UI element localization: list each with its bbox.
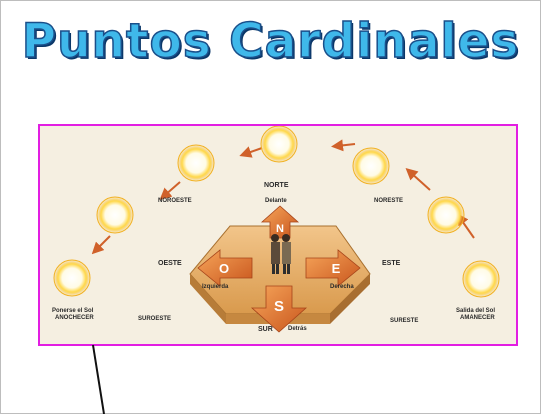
label-sur: SUR: [258, 326, 273, 333]
label-sureste: SURESTE: [390, 318, 419, 324]
south-arrow: S: [250, 285, 308, 333]
east-arrow: E: [305, 249, 361, 287]
sun-icon: [53, 259, 91, 297]
sun-icon: [462, 260, 500, 298]
sun-icon: [260, 126, 298, 163]
label-anochecer: ANOCHECER: [55, 315, 94, 321]
label-izquierda: Izquierda: [202, 284, 229, 290]
north-arrow: N: [260, 205, 300, 239]
arrow-letter-e: E: [332, 261, 341, 276]
label-este: ESTE: [382, 260, 401, 267]
label-derecha: Derecha: [330, 284, 354, 290]
sun-icon: [352, 147, 390, 185]
label-noreste: NORESTE: [374, 198, 404, 204]
arrow-letter-n: N: [276, 223, 284, 235]
label-salida-sol: Salida del Sol: [456, 308, 496, 314]
label-norte: NORTE: [264, 182, 289, 189]
label-delante: Delante: [265, 198, 287, 204]
figure-illustration: N O E S: [53, 126, 500, 333]
sun-icon: [96, 196, 134, 234]
cardinal-points-figure: N O E S NORTE Delante NORO: [38, 124, 518, 346]
sun-icon: [427, 196, 465, 234]
slide-title: Puntos Cardinales: [21, 13, 520, 70]
label-detras: Detrás: [288, 326, 307, 332]
arrow-letter-s: S: [274, 298, 284, 315]
label-amanecer: AMANECER: [460, 315, 495, 321]
label-noroeste: NOROESTE: [158, 198, 192, 204]
sun-path-arrows: [91, 139, 475, 255]
label-oeste: OESTE: [158, 260, 182, 267]
sun-icons: [53, 126, 500, 298]
west-arrow: O: [197, 249, 253, 287]
arrow-letter-o: O: [219, 261, 229, 276]
compass-board: [189, 225, 371, 324]
label-suroeste: SUROESTE: [138, 316, 172, 322]
children-figures-icon: [271, 234, 291, 274]
label-ponerse-sol: Ponerse el Sol: [52, 308, 94, 314]
sun-icon: [177, 144, 215, 182]
